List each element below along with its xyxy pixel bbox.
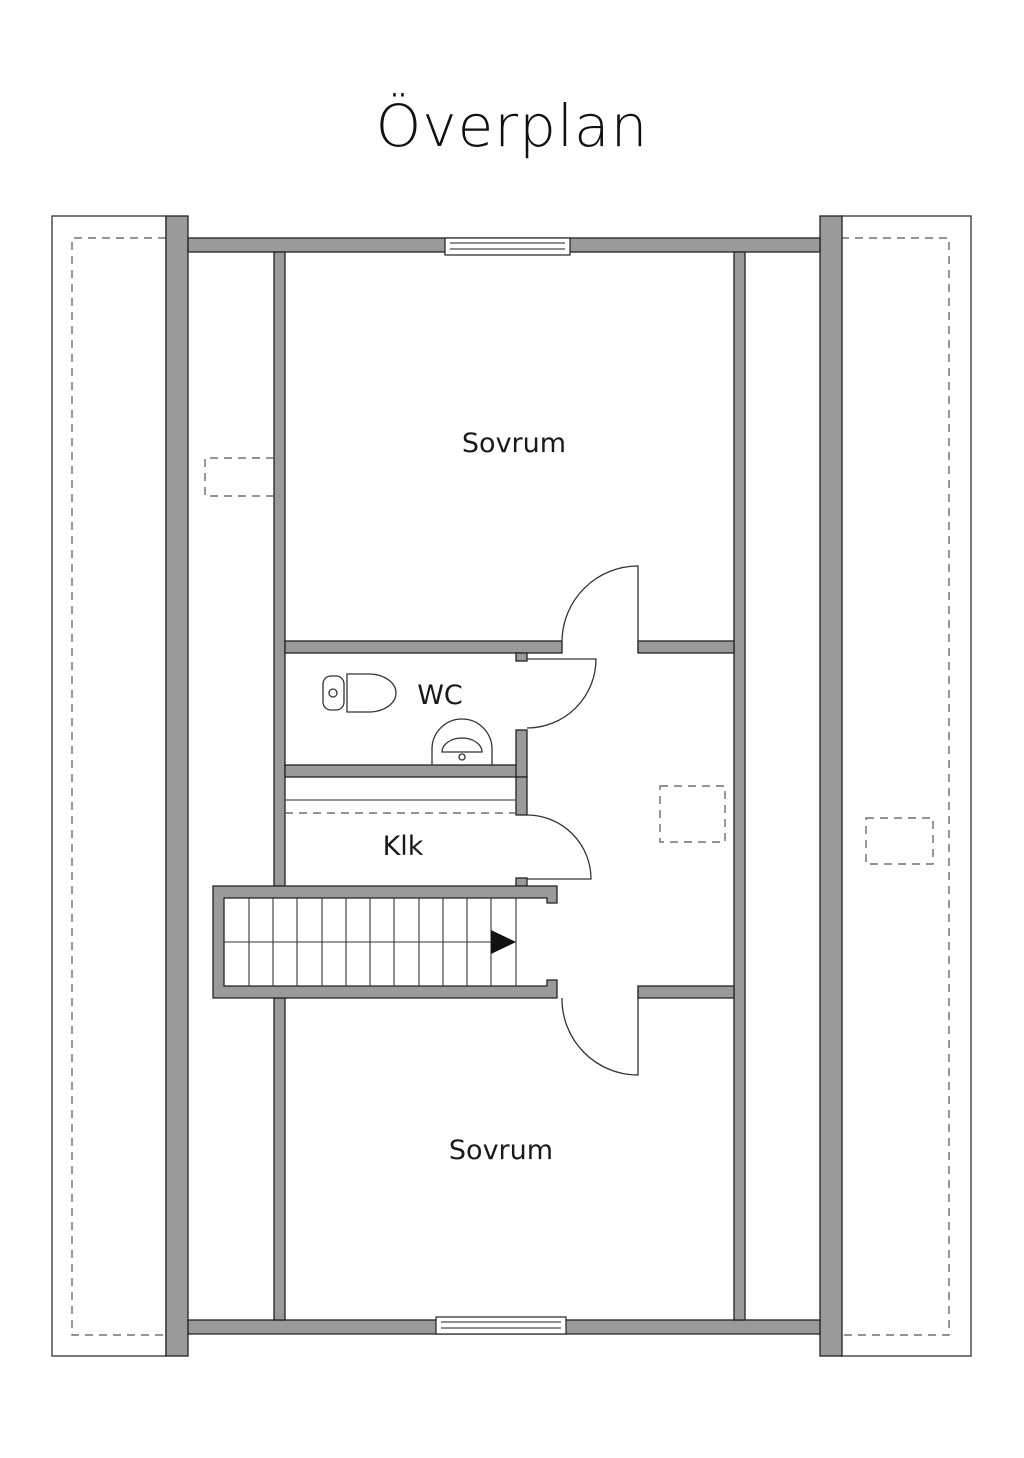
room-label-bedroom-top: Sovrum bbox=[462, 428, 566, 459]
wall-closet-right bbox=[515, 776, 528, 816]
hatch-left bbox=[204, 457, 274, 497]
walls bbox=[165, 215, 843, 1357]
page-title: Överplan bbox=[375, 92, 649, 160]
door-wc bbox=[526, 658, 597, 729]
kneewall-left-upper bbox=[273, 251, 286, 887]
hatch-right-eaves bbox=[865, 817, 934, 865]
stair-wall bbox=[212, 885, 558, 999]
eaves-left bbox=[51, 215, 167, 1357]
kneewall-right bbox=[733, 251, 746, 1321]
kneewall-left-lower bbox=[273, 997, 286, 1321]
room-label-wc: WC bbox=[417, 680, 463, 711]
window-bottom bbox=[435, 1316, 567, 1335]
door-closet bbox=[526, 814, 592, 880]
wall-bedroom-top-left bbox=[284, 640, 563, 654]
wall-wc-right bbox=[515, 729, 528, 778]
wall-bedroom-bottom-right bbox=[637, 985, 735, 999]
door-bedroom-bottom bbox=[561, 986, 639, 1076]
wall-wc-right-stub bbox=[515, 652, 528, 662]
door-bedroom-top bbox=[561, 565, 639, 653]
hatch-hall bbox=[659, 785, 726, 843]
wall-left-outer bbox=[165, 215, 189, 1357]
window-top bbox=[444, 237, 571, 256]
room-label-closet: Klk bbox=[383, 831, 424, 862]
wall-right-outer bbox=[819, 215, 843, 1357]
sink-icon bbox=[431, 718, 493, 765]
stair-direction-arrow bbox=[491, 930, 516, 954]
wall-closet-right-stub bbox=[515, 877, 528, 887]
wall-wc-bottom bbox=[284, 764, 518, 778]
wall-bedroom-top-right bbox=[637, 640, 735, 654]
toilet-icon bbox=[322, 673, 397, 713]
eaves-right bbox=[840, 215, 972, 1357]
staircase bbox=[224, 898, 517, 986]
room-label-bedroom-bottom: Sovrum bbox=[449, 1135, 553, 1166]
